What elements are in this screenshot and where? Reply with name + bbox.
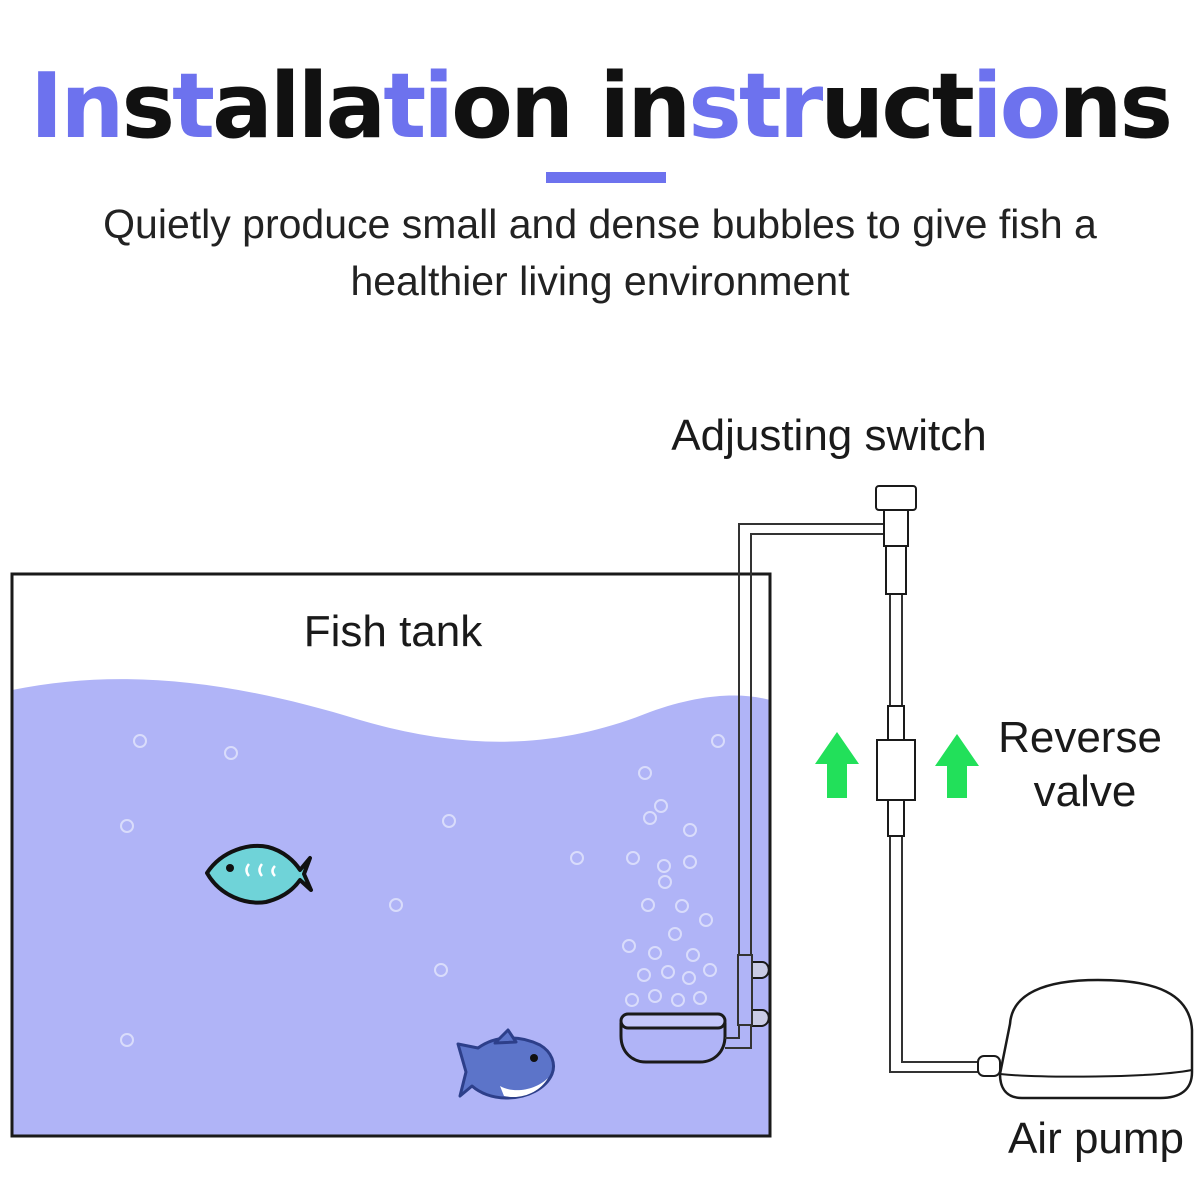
fish-icon (205, 844, 313, 905)
title-segment: s (121, 54, 175, 159)
tank-outline (10, 572, 772, 1138)
air-pump-icon (977, 978, 1194, 1100)
fish-icon (456, 1028, 555, 1100)
suction-cups (751, 961, 770, 1027)
title-segment: alla (212, 54, 386, 159)
title-segment: ns (1058, 54, 1173, 159)
air-pump-label: Air pump (1008, 1114, 1184, 1163)
arrow-up-icon (815, 732, 859, 798)
title-segment: on in (451, 54, 691, 159)
reverse-valve-label-line-2: valve (1034, 767, 1137, 816)
reverse-valve-label-line-1: Reverse (998, 713, 1162, 762)
title-segment: t (172, 54, 215, 159)
air-stone-icon (619, 1012, 727, 1064)
adjusting-switch (875, 485, 917, 595)
subtitle-line-1: Quietly produce small and dense bubbles … (103, 201, 1097, 247)
adjusting-switch-label: Adjusting switch (671, 411, 986, 460)
title-segment: str (688, 54, 823, 159)
page-title: Installation instructions (0, 52, 1200, 162)
title-underline (546, 172, 666, 183)
reverse-valve (876, 705, 916, 837)
arrow-up-icon (935, 734, 979, 798)
bubbles (120, 734, 725, 1047)
fish-tank-label: Fish tank (304, 607, 484, 656)
title-segment: uct (820, 54, 974, 159)
title-segment: In (29, 54, 125, 159)
title-segment: ti (383, 54, 454, 159)
title-segment: io (971, 54, 1062, 159)
subtitle-line-2: healthier living environment (350, 258, 850, 304)
